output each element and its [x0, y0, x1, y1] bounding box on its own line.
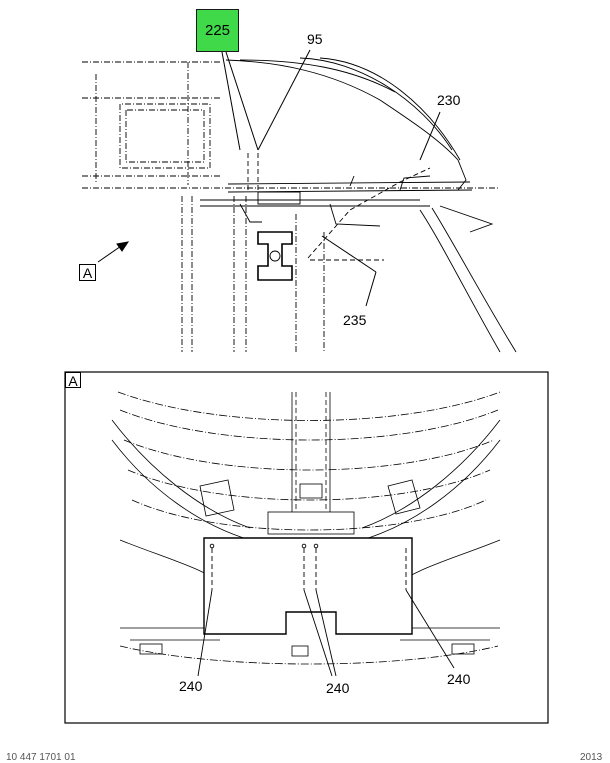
detail-view-a-tag: A	[65, 372, 81, 388]
view-a-pointer-tag[interactable]: A	[79, 264, 96, 281]
callout-235[interactable]: 235	[343, 312, 367, 328]
callout-240-middle[interactable]: 240	[326, 680, 350, 696]
callout-240-right[interactable]: 240	[447, 671, 471, 687]
footer-drawing-number: 10 447 1701 01	[6, 752, 76, 763]
callout-225-highlighted[interactable]: 225	[196, 9, 239, 52]
footer-year: 2013	[580, 752, 603, 763]
callout-230[interactable]: 230	[437, 92, 461, 108]
insulation-panel	[203, 537, 413, 635]
callout-240-left[interactable]: 240	[179, 678, 203, 694]
callout-95[interactable]: 95	[307, 31, 323, 47]
callout-225-label: 225	[204, 22, 231, 39]
